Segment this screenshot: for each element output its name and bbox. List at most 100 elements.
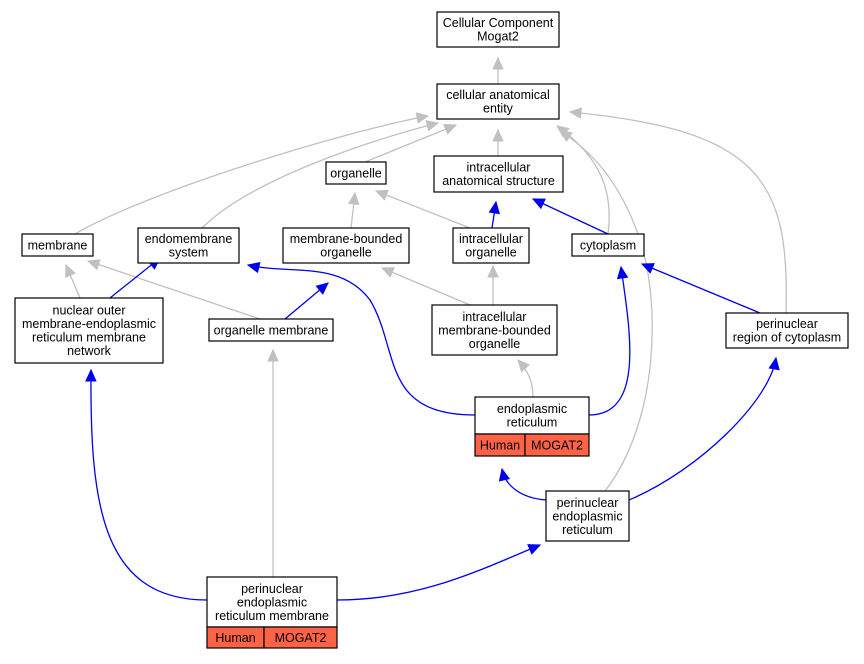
edge-arrowhead [498, 467, 511, 482]
edge-line [375, 190, 471, 229]
node-om[interactable]: organelle membrane [208, 318, 334, 342]
node-label-line: intracellular [467, 161, 531, 175]
node-label-line: entity [483, 102, 514, 116]
node-label-line: membrane-bounded [438, 323, 551, 337]
node-label-line: organelle [469, 337, 520, 351]
edge-line [247, 264, 476, 416]
edge-cyto-to-cae [556, 125, 610, 235]
edge-arrowhead [487, 264, 499, 278]
node-label-line: reticulum membrane [32, 331, 146, 345]
species-label: Human [215, 631, 255, 645]
node-label-line: intracellular [459, 232, 523, 246]
node-label-line: cytoplasm [580, 238, 636, 252]
node-box [137, 227, 240, 264]
edge-line [532, 198, 609, 235]
node-label-line: membrane [28, 238, 88, 252]
node-label-line: endoplasmic [237, 595, 307, 609]
edge-om-to-mbo [284, 282, 329, 320]
species-label: Human [480, 438, 520, 452]
node-organelle[interactable]: organelle [325, 161, 387, 185]
edge-om-to-membrane [86, 259, 261, 320]
node-box [282, 227, 410, 264]
edge-nomer-to-endo [109, 257, 161, 299]
node-label-line: region of cytoplasm [733, 331, 841, 345]
node-label-line: perinuclear [241, 582, 303, 596]
node-label-line: Mogat2 [477, 30, 519, 44]
edge-line [364, 124, 457, 163]
edge-arrowhead [415, 112, 430, 124]
node-box [14, 297, 164, 364]
node-box [571, 233, 645, 257]
edge-line [201, 122, 439, 229]
node-membrane[interactable]: membrane [21, 233, 94, 257]
node-box [545, 490, 630, 542]
node-label-line: endoplasmic [552, 509, 622, 523]
edge-arrowhead [425, 120, 440, 132]
node-label-line: organelle [330, 166, 381, 180]
edge-io-to-ias [488, 200, 500, 229]
edge-perm-to-nomer [85, 368, 208, 601]
edge-arrowhead [568, 107, 582, 119]
node-box [433, 155, 564, 193]
annotation-cell [263, 626, 338, 649]
node-box [474, 396, 590, 435]
node-label-line: Cellular Component [443, 16, 554, 30]
edge-line [501, 468, 547, 501]
edge-organelle-to-cae [364, 123, 458, 163]
edge-line [87, 260, 261, 320]
edge-endo-to-cae [201, 120, 440, 229]
edge-arrowhead [86, 259, 101, 271]
node-label-line: network [67, 344, 112, 358]
edge-line [588, 266, 631, 416]
node-box [725, 312, 849, 349]
edge-line [559, 130, 653, 492]
edge-line [381, 267, 471, 306]
node-cyto[interactable]: cytoplasm [571, 233, 645, 257]
node-box [436, 83, 560, 120]
node-label-line: anatomical structure [442, 174, 555, 188]
edge-cyto-to-ias [531, 198, 609, 235]
gene-label: MOGAT2 [275, 631, 327, 645]
edge-arrowhead [267, 348, 279, 362]
edge-membrane-to-cae [74, 112, 430, 235]
node-label-line: membrane-endoplasmic [22, 317, 156, 331]
edge-per-to-er [498, 467, 547, 501]
edge-imbo-to-io [487, 264, 499, 305]
node-label-line: organelle [320, 246, 371, 260]
node-label-line: reticulum [562, 523, 613, 537]
edge-ias-to-cae [492, 128, 504, 156]
edge-arrowhead [65, 263, 76, 278]
edge-arrowhead [85, 368, 97, 382]
node-label-line: organelle [465, 246, 516, 260]
edge-line [336, 544, 541, 601]
edge-line [556, 125, 610, 235]
edge-io-to-organelle [374, 189, 471, 229]
edge-er-to-cyto [588, 265, 631, 416]
edge-per-to-cae [558, 130, 653, 492]
node-box [431, 304, 558, 356]
node-label-line: system [169, 246, 209, 260]
edge-arrowhead [443, 123, 458, 135]
edge-arrowhead [616, 265, 629, 280]
edge-arrowhead [488, 200, 500, 215]
node-label-line: endomembrane [145, 232, 233, 246]
node-label-line: nuclear outer [53, 304, 126, 318]
edge-er-to-imbo [517, 359, 534, 398]
node-nomer[interactable]: nuclear outermembrane-endoplasmicreticul… [14, 297, 164, 364]
edge-arrowhead [374, 189, 389, 201]
node-label-line: organelle membrane [214, 323, 329, 337]
node-label-line: intracellular [463, 310, 527, 324]
node-label-line: endoplasmic [497, 402, 567, 416]
